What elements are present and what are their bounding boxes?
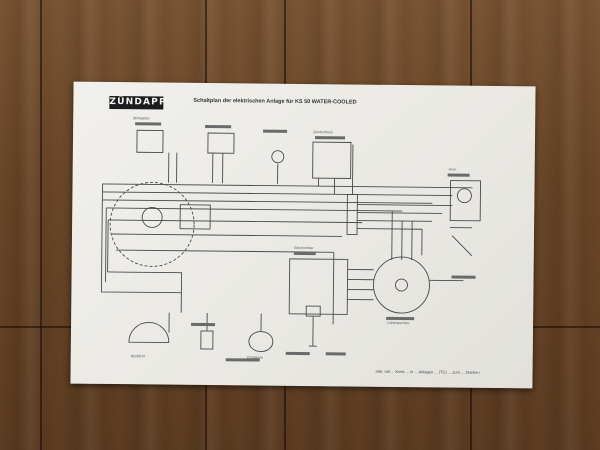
ignition-coil	[248, 331, 274, 353]
label-mark	[191, 322, 216, 327]
label-mark	[205, 124, 232, 129]
headlight-outline	[109, 181, 195, 267]
connector-block	[346, 194, 358, 236]
tail-light	[128, 322, 170, 344]
label-mark	[225, 358, 260, 362]
generator-stator	[373, 256, 430, 314]
brake-switch	[200, 330, 214, 350]
label-mark	[386, 316, 415, 321]
label-mark	[451, 275, 476, 279]
regulator-box	[288, 258, 349, 315]
label-horn: Horn	[448, 167, 457, 172]
wiring-diagram-sheet: ZÜNDAPP Schaltplan der elektrischen Anla…	[70, 81, 536, 389]
switch-cluster	[179, 204, 211, 230]
relay-box	[136, 129, 164, 153]
relay-box	[207, 132, 235, 154]
label-indicator-relay: Blinkgeber	[133, 116, 150, 121]
label-mark	[263, 129, 288, 133]
label-mark	[325, 352, 346, 356]
label-regulator: Gleichrichter	[293, 245, 314, 251]
bulb-symbol	[271, 150, 285, 164]
regulator-fuse	[305, 305, 321, 317]
label-mark	[315, 136, 346, 140]
switch-box	[312, 141, 352, 179]
label-mark	[285, 351, 310, 356]
label-mark	[293, 251, 316, 256]
label-mark	[447, 173, 470, 177]
label-tail-light: Rücklicht	[130, 354, 145, 359]
label-switch: Zündschloss	[313, 130, 333, 135]
label-generator: Lichtmaschine	[387, 320, 410, 326]
headlight-bulb	[141, 206, 163, 228]
board-seam	[40, 0, 42, 450]
label-mark	[135, 122, 162, 126]
footer-note: Inbr. mit ... Kreis ... in ... Anlagen .…	[375, 368, 480, 375]
label-ignition-coil: Zündspule	[246, 355, 264, 360]
generator-hub	[395, 278, 408, 292]
indicator-switch	[449, 180, 482, 222]
wiring-diagram	[100, 122, 482, 362]
horn-button	[456, 188, 472, 204]
